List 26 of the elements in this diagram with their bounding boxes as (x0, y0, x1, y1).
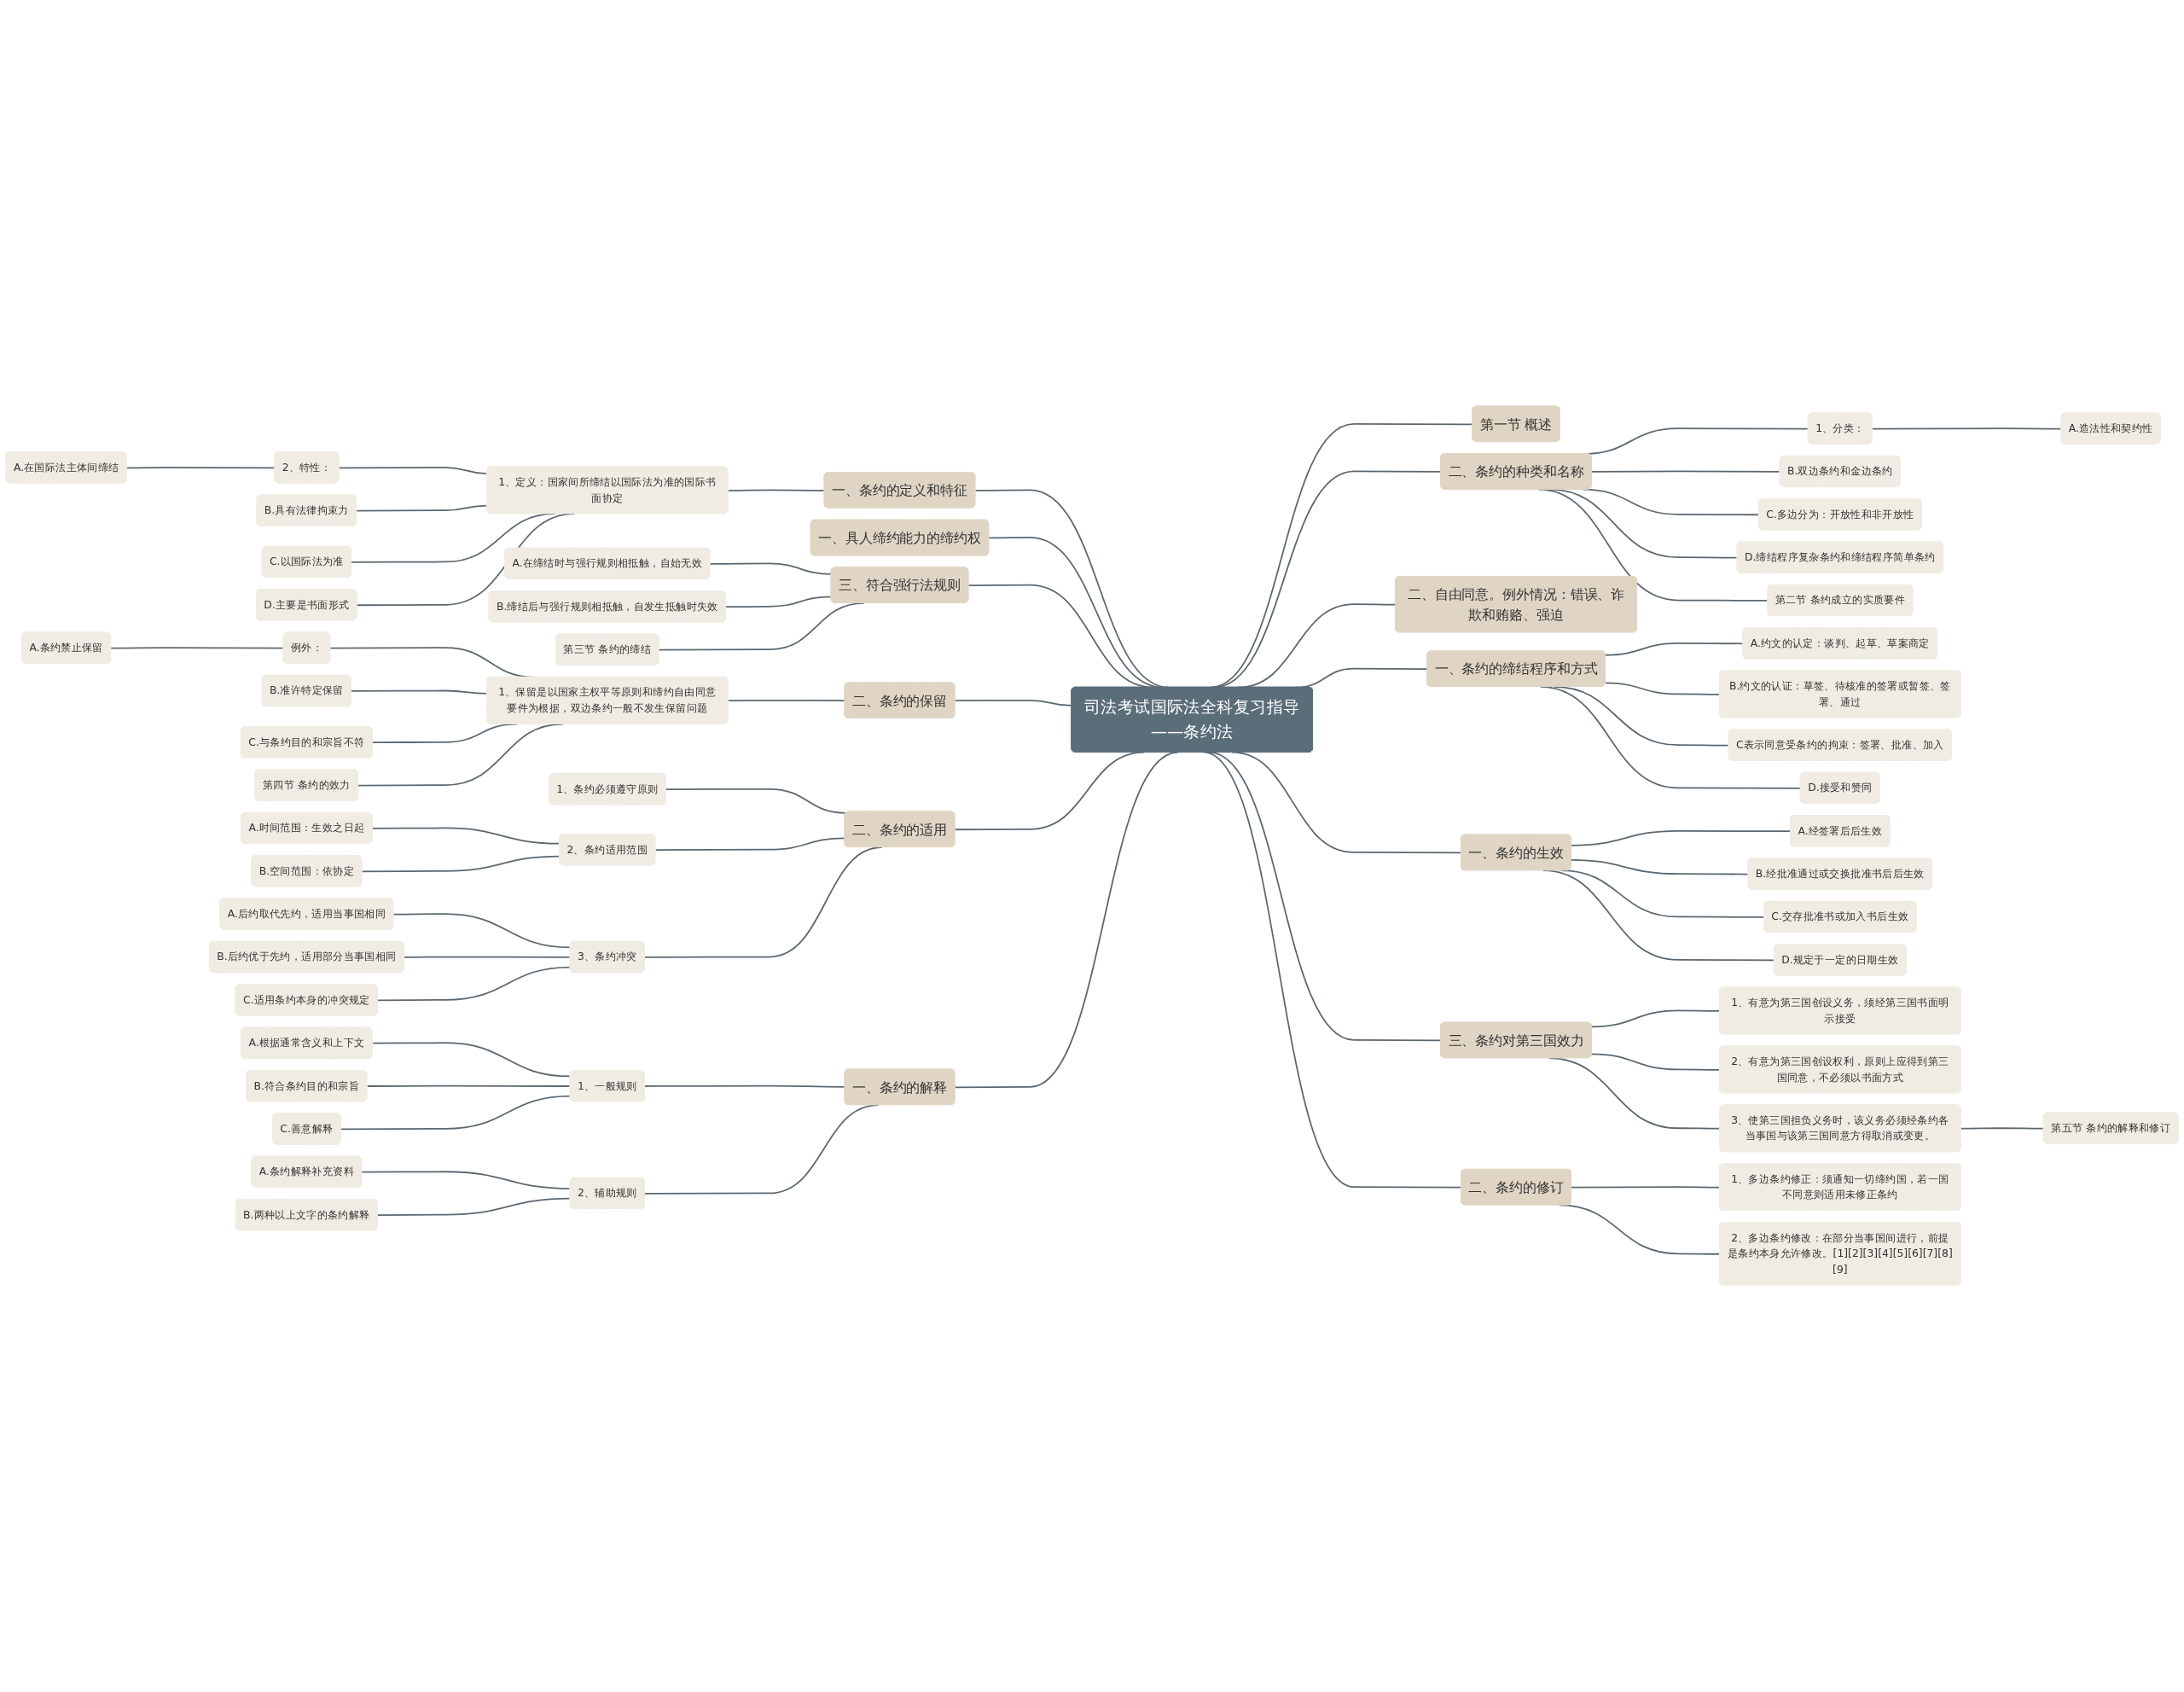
connector (727, 700, 846, 702)
connector (392, 913, 572, 949)
connector (1571, 830, 1792, 847)
connector (665, 788, 847, 815)
connector (366, 1085, 572, 1088)
connector (376, 1198, 572, 1217)
connector (725, 596, 833, 608)
connector (351, 690, 488, 695)
connector (1590, 1053, 1721, 1072)
connector (1590, 471, 1781, 474)
connector (1571, 859, 1750, 875)
connector (377, 967, 572, 1002)
connector (727, 489, 826, 492)
connector (1604, 683, 1721, 696)
connector (654, 837, 846, 852)
connector (1590, 1010, 1721, 1028)
connector (709, 563, 833, 576)
connector (340, 1096, 572, 1131)
connector (356, 505, 488, 512)
connector (1571, 1186, 1721, 1189)
connector (361, 1171, 572, 1190)
connector (338, 467, 488, 475)
connector (403, 956, 572, 959)
connector (644, 1085, 846, 1089)
connector (371, 1042, 572, 1078)
connector (1960, 1127, 2045, 1131)
